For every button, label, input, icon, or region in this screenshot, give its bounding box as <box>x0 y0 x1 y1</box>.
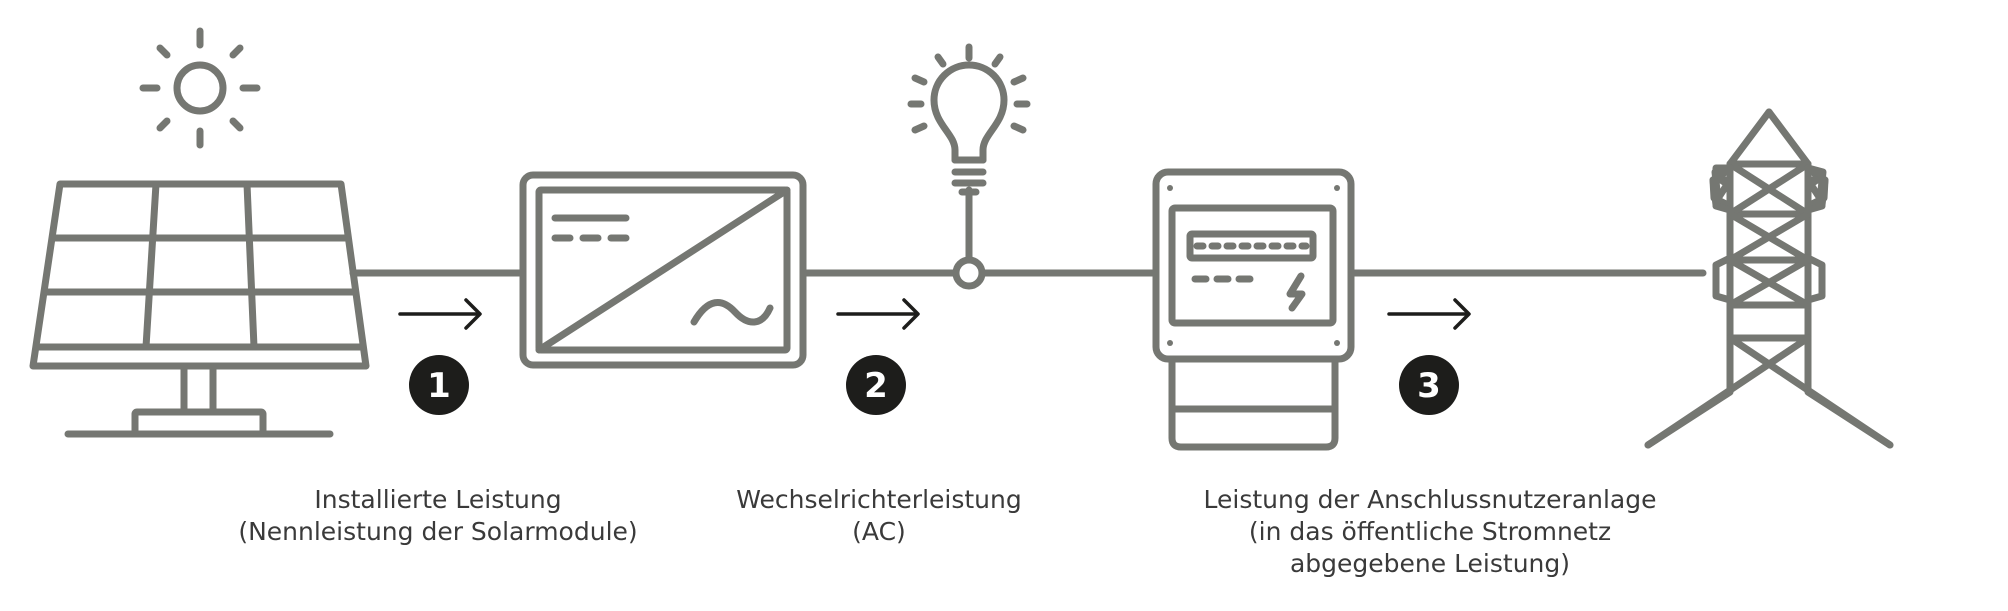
step-badge-2: 2 <box>846 355 906 415</box>
connection-lines <box>349 186 1707 277</box>
step-caption-3-line-3: abgegebene Leistung) <box>1289 549 1571 578</box>
electricity-meter-icon <box>1152 168 1355 451</box>
meter-screw-dots <box>1167 185 1340 346</box>
step-number-3: 3 <box>1417 366 1441 406</box>
step-caption-3-line-1: Leistung der Anschlussnutzeranlage <box>1203 485 1657 514</box>
sun-icon <box>139 27 261 149</box>
step-badge-1: 1 <box>409 355 469 415</box>
step-caption-2-line-1: Wechselrichterleistung <box>736 485 1022 514</box>
step-number-1: 1 <box>427 366 451 406</box>
flow-arrow-1 <box>398 298 482 330</box>
transmission-tower-icon <box>1644 108 1894 449</box>
step-caption-3: Leistung der Anschlussnutzeranlage (in d… <box>1190 484 1670 580</box>
flow-arrow-3 <box>1387 298 1471 330</box>
solar-panel-icon <box>29 180 370 438</box>
inverter-icon <box>519 171 807 369</box>
step-number-2: 2 <box>864 366 888 406</box>
step-badge-3: 3 <box>1399 355 1459 415</box>
tower-outer-arms <box>1712 164 1826 304</box>
step-caption-2: Wechselrichterleistung (AC) <box>719 484 1039 548</box>
step-caption-1-line-2: (Nennleistung der Solarmodule) <box>238 517 638 546</box>
junction-node <box>952 256 986 290</box>
step-caption-1: Installierte Leistung (Nennleistung der … <box>238 484 638 548</box>
step-caption-2-line-2: (AC) <box>852 517 906 546</box>
step-caption-1-line-1: Installierte Leistung <box>314 485 562 514</box>
flow-arrow-2 <box>836 298 920 330</box>
lightbulb-icon <box>907 43 1031 196</box>
step-caption-3-line-2: (in das öffentliche Stromnetz <box>1248 517 1612 546</box>
